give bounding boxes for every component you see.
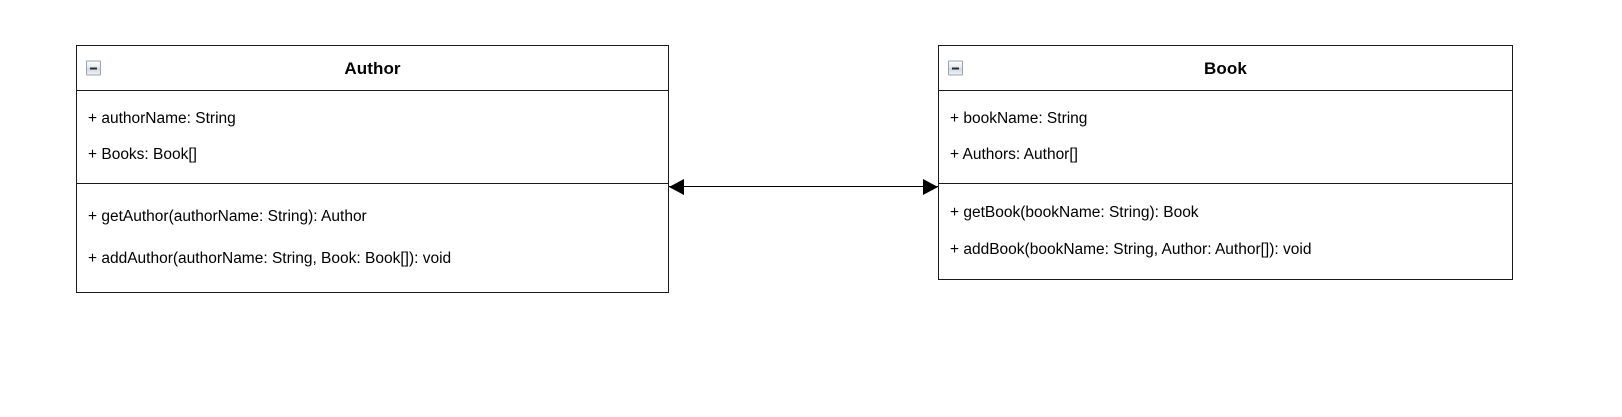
attribute-item: + Books: Book[] bbox=[88, 146, 197, 164]
class-box-book[interactable]: Book + bookName: String + Authors: Autho… bbox=[938, 45, 1513, 280]
methods-compartment-book: + getBook(bookName: String): Book + addB… bbox=[939, 184, 1512, 279]
association-connector-author-book[interactable] bbox=[669, 179, 938, 195]
class-title-book: Book bbox=[1204, 58, 1247, 78]
collapse-minus-icon[interactable] bbox=[948, 60, 963, 76]
class-header-book[interactable]: Book bbox=[939, 46, 1512, 91]
attribute-item: + bookName: String bbox=[950, 109, 1088, 127]
collapse-minus-icon[interactable] bbox=[86, 60, 101, 76]
class-box-author[interactable]: Author + authorName: String + Books: Boo… bbox=[76, 45, 669, 293]
attribute-item: + authorName: String bbox=[88, 109, 236, 127]
attributes-compartment-book: + bookName: String + Authors: Author[] bbox=[939, 91, 1512, 184]
class-header-author[interactable]: Author bbox=[77, 46, 668, 91]
method-item: + getAuthor(authorName: String): Author bbox=[88, 208, 367, 226]
method-item: + addBook(bookName: String, Author: Auth… bbox=[950, 241, 1312, 259]
method-item: + addAuthor(authorName: String, Book: Bo… bbox=[88, 250, 452, 268]
class-title-author: Author bbox=[344, 58, 401, 78]
methods-compartment-author: + getAuthor(authorName: String): Author … bbox=[77, 184, 668, 292]
arrowhead-right-icon bbox=[923, 179, 938, 195]
attribute-item: + Authors: Author[] bbox=[950, 146, 1078, 164]
arrowhead-left-icon bbox=[669, 179, 684, 195]
attributes-compartment-author: + authorName: String + Books: Book[] bbox=[77, 91, 668, 184]
method-item: + getBook(bookName: String): Book bbox=[950, 203, 1199, 221]
